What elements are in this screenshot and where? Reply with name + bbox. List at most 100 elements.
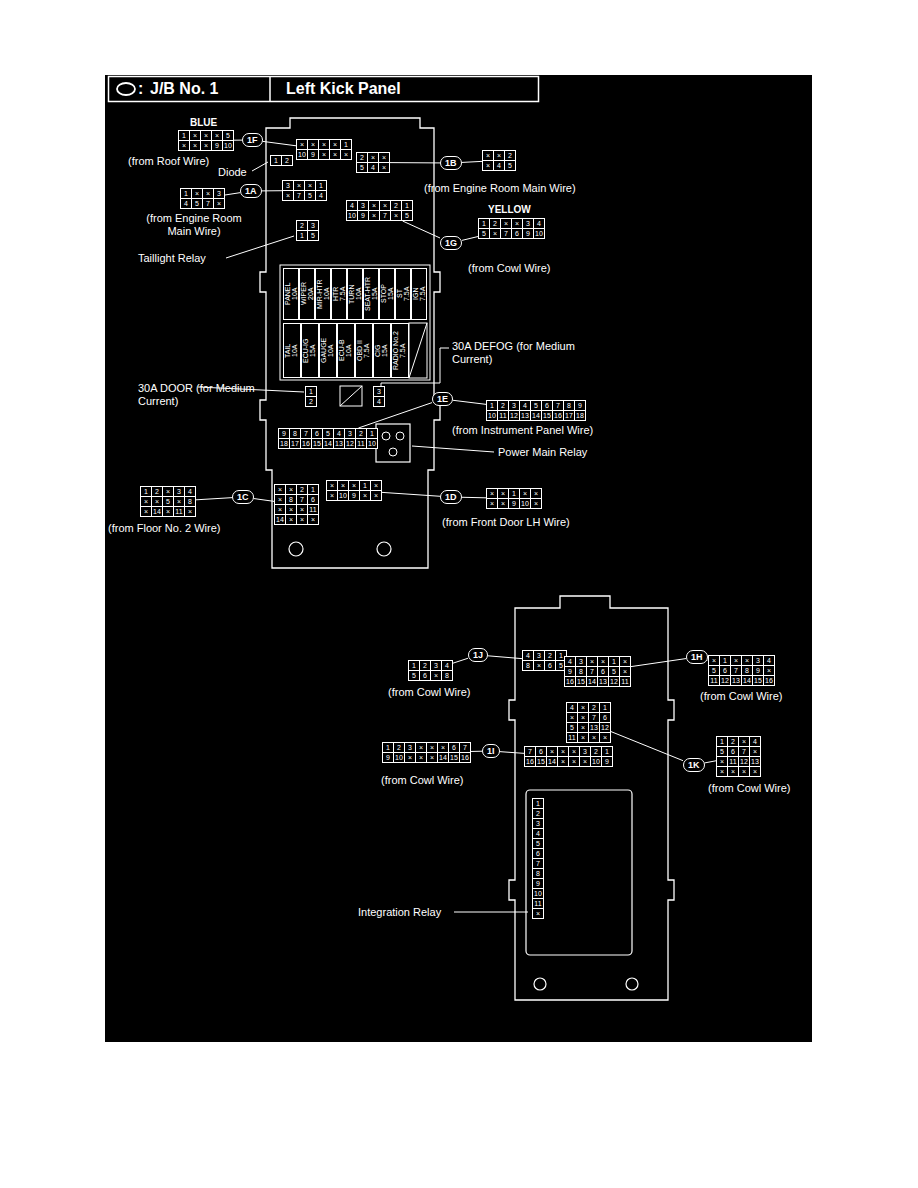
pin-number: × <box>569 747 580 757</box>
leader-line <box>705 761 716 763</box>
pin-number: 12 <box>609 677 620 687</box>
pin-number: 10 <box>338 491 349 501</box>
fuse-label: IGN <box>412 269 419 319</box>
leader-line <box>488 656 522 659</box>
pin-number: 1 <box>600 703 611 713</box>
connector-face: ××21×876×××1114××× <box>274 484 319 525</box>
pin-number: 11 <box>498 411 509 421</box>
pin-number: 9 <box>753 666 764 676</box>
fuse-label: 10A <box>291 269 298 319</box>
fuse-label: 20A <box>307 269 314 319</box>
pin-number: × <box>427 743 438 753</box>
pin-number: 10 <box>487 411 498 421</box>
pin-number: 10 <box>591 757 602 767</box>
pin-number: 16 <box>553 411 564 421</box>
pin-number: × <box>427 753 438 763</box>
connector-face: 43218×65 <box>522 650 567 671</box>
connector-face: 76×××321161514×××109 <box>524 746 613 767</box>
pin-number: 5 <box>409 671 420 681</box>
pin-number: 9 <box>212 141 223 151</box>
leader-line <box>462 161 482 162</box>
pin-number: 6 <box>512 229 523 239</box>
pin-number: 2 <box>152 487 163 497</box>
fuse-label: 15A <box>371 269 378 319</box>
part-label: Left Kick Panel <box>286 80 401 98</box>
fuse-label: STOP <box>380 269 387 319</box>
pin-number: 5 <box>609 667 620 677</box>
pin-number: × <box>360 491 371 501</box>
relay-terminal <box>382 432 390 440</box>
connector-callout: 1C <box>232 490 254 504</box>
pin-number: 3 <box>534 651 545 661</box>
connector-face: ××××1109××× <box>296 139 352 160</box>
pin-number: 8 <box>185 497 196 507</box>
pin-number: × <box>580 757 591 767</box>
pin-number: 4 <box>520 401 531 411</box>
pin-number: 13 <box>520 411 531 421</box>
leader-line <box>196 498 232 500</box>
fuse-cell: WIPER20A <box>299 268 315 320</box>
leader-line <box>403 221 440 238</box>
title-bar <box>109 77 539 102</box>
pin-number: 4 <box>181 199 192 209</box>
pin-number: 10 <box>223 141 234 151</box>
pin-number: 8 <box>576 667 587 677</box>
pin-number: 6 <box>600 713 611 723</box>
empty-fuse-slot <box>409 323 427 378</box>
pin-number: 8 <box>523 661 534 671</box>
pin-number: × <box>589 733 600 743</box>
pin-number: × <box>742 656 753 666</box>
fuse-label: 7.5A <box>399 324 406 377</box>
connector-face: 1××3457× <box>180 188 225 209</box>
pin-number: 11 <box>308 505 319 515</box>
fuse-label: ECU-B <box>338 324 345 377</box>
pin-number: × <box>405 753 416 763</box>
leader-line <box>631 659 686 667</box>
pin-number: × <box>498 499 509 509</box>
pin-number: × <box>327 491 338 501</box>
fuse-label: TURN <box>348 269 355 319</box>
pin-number: × <box>533 909 544 919</box>
part-label: YELLOW <box>488 204 531 216</box>
pin-number: 9 <box>565 667 576 677</box>
pin-number: 3 <box>753 656 764 666</box>
leader-line <box>254 499 274 502</box>
pin-number: × <box>297 140 308 150</box>
junction-block-rear-housing <box>509 596 674 1000</box>
pin-number: 13 <box>598 677 609 687</box>
connector-callout: 1D <box>440 490 462 504</box>
pin-number: 2 <box>728 737 739 747</box>
fuse-cell: HTR7.5A <box>331 268 347 320</box>
pin-number: 3 <box>576 657 587 667</box>
pin-number: 9 <box>308 150 319 160</box>
pin-number: 2 <box>297 485 308 495</box>
pin-number: 4 <box>750 737 761 747</box>
relay-socket <box>376 424 410 462</box>
callout-code: 1K <box>688 759 700 771</box>
pin-number: 3 <box>214 189 225 199</box>
fuse-label: 10A <box>291 324 298 377</box>
pin-number: × <box>512 219 523 229</box>
fuse-label: 10A <box>355 269 362 319</box>
pin-number: 14 <box>152 507 163 517</box>
pin-number: 1 <box>316 181 327 191</box>
fuse-label: RADIO No.2 <box>392 324 399 377</box>
pin-number: × <box>717 757 728 767</box>
leader-line <box>453 400 486 404</box>
pin-number: 4 <box>534 219 545 229</box>
fuse-label: MIR-HTR <box>316 269 323 319</box>
pin-number: × <box>620 667 631 677</box>
pin-number: × <box>750 767 761 777</box>
pin-number: 2 <box>357 153 368 163</box>
pin-number: × <box>305 181 316 191</box>
relay-cover <box>526 790 632 955</box>
part-label: Power Main Relay <box>498 446 587 459</box>
pin-number: 8 <box>442 671 453 681</box>
fuse-label: 15A <box>381 324 388 377</box>
fuse-label: SEAT-HTR <box>364 269 371 319</box>
fuse-label: ECU-IG <box>302 324 309 377</box>
mounting-hole <box>534 978 546 990</box>
pin-number: 7 <box>380 211 391 221</box>
fuse-label: HTR <box>332 269 339 319</box>
fuse-label: CIG <box>374 324 381 377</box>
